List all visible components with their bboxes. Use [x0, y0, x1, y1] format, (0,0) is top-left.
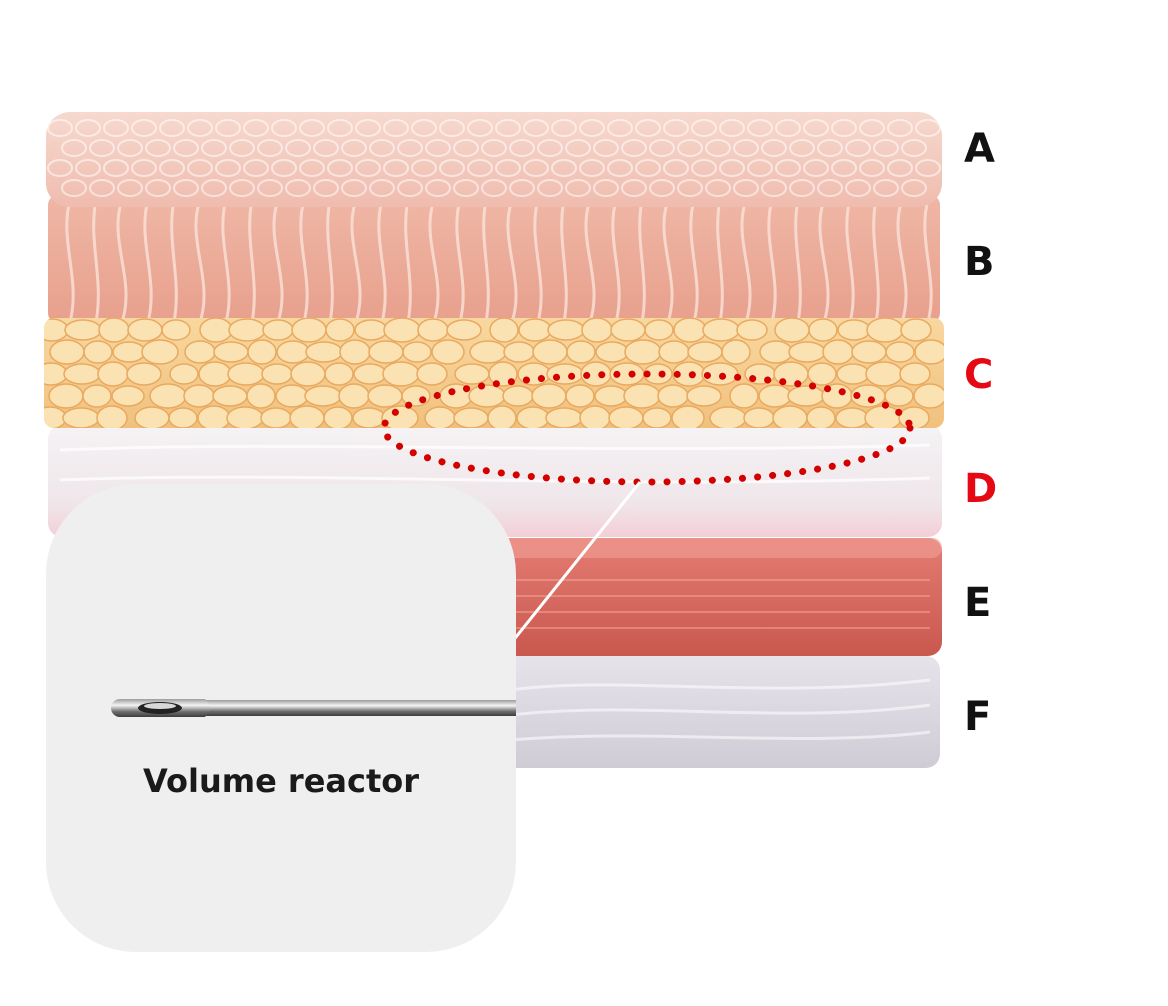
cannula-icon [111, 699, 516, 717]
inset-card [46, 484, 516, 952]
highlight-ring [380, 370, 914, 486]
layer-label-c: C [964, 352, 994, 398]
layer-a [46, 112, 942, 207]
layer-e [480, 538, 942, 656]
layer-label-e: E [964, 580, 992, 626]
inset-caption: Volume reactor [142, 762, 420, 800]
layer-label-d: D [964, 466, 998, 512]
layer-c [44, 318, 944, 428]
layer-f [480, 656, 940, 768]
leader-line [510, 481, 642, 643]
layer-label-a: A [964, 126, 995, 172]
layer-label-f: F [964, 694, 992, 740]
layer-label-b: B [964, 239, 995, 285]
layer-b [48, 195, 940, 323]
